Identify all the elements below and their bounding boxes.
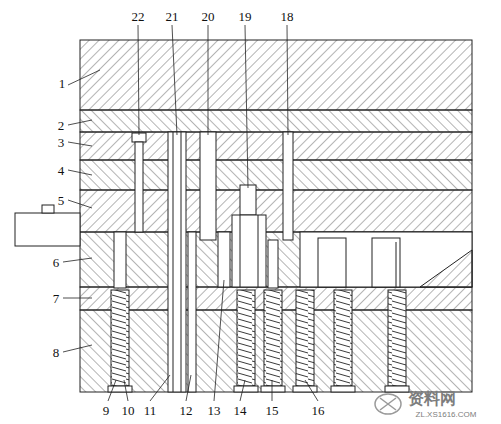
callout-number: 2 [58, 119, 65, 132]
callout-number: 11 [144, 404, 157, 417]
callout-number: 14 [234, 404, 247, 417]
callout-number: 12 [180, 404, 193, 417]
watermark-logo [375, 394, 401, 414]
callout-number: 4 [58, 164, 65, 177]
callout-number: 3 [58, 136, 65, 149]
callout-number: 16 [312, 404, 325, 417]
callout-number: 6 [53, 256, 60, 269]
callout-number: 20 [202, 10, 215, 23]
callout-number: 8 [53, 346, 60, 359]
callout-number: 1 [59, 77, 66, 90]
callout-number: 5 [58, 194, 65, 207]
callout-number: 18 [281, 10, 294, 23]
mold-parts [108, 132, 472, 392]
callout-number: 9 [103, 404, 110, 417]
callout-number: 21 [166, 10, 179, 23]
callout-number: 7 [53, 292, 60, 305]
callout-number: 15 [266, 404, 279, 417]
callout-number: 13 [208, 404, 221, 417]
watermark: ZL.XS1616.COM [416, 411, 477, 419]
callout-number: 10 [122, 404, 135, 417]
watermark: 资料网 [408, 391, 456, 407]
mold-plates [15, 40, 472, 392]
callout-number: 22 [132, 10, 145, 23]
callout-number: 19 [239, 10, 252, 23]
leader-lines [63, 25, 318, 401]
